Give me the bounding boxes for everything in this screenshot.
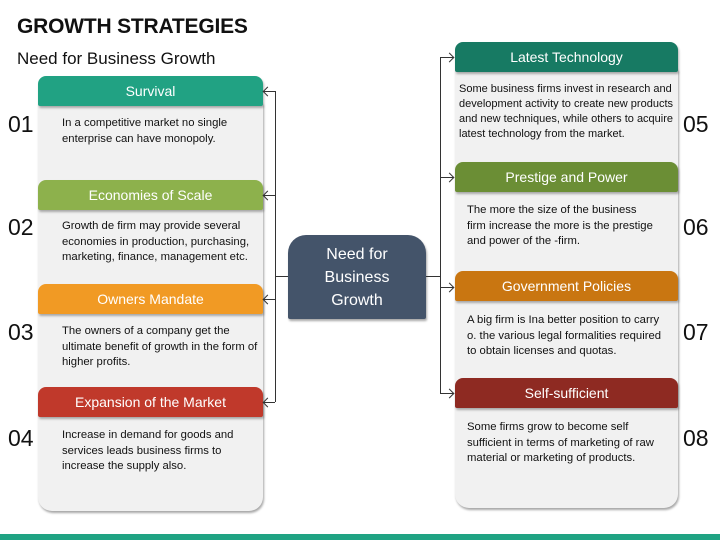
government-text: A big firm is Ina better position to car…	[467, 314, 662, 358]
connector-branch	[264, 91, 275, 92]
step-number: 02	[8, 214, 34, 240]
arrow-left-icon	[262, 86, 273, 97]
connector-branch	[264, 299, 275, 300]
owners-text: The owners of a company get the ultimate…	[62, 325, 258, 369]
arrow-right-icon	[444, 52, 455, 63]
header-label: Prestige and Power	[505, 169, 628, 185]
center-label-line: Need for	[326, 245, 388, 263]
arrow-right-icon	[444, 388, 455, 399]
header-label: Economies of Scale	[88, 187, 213, 203]
connector-left-stem	[275, 276, 288, 277]
center-node-need-for-business-growth: Need for Business Growth	[288, 235, 426, 319]
survival-text: In a competitive market no single enterp…	[62, 117, 228, 145]
header-label: Self-sufficient	[524, 385, 609, 401]
connector-branch	[264, 195, 275, 196]
step-number: 08	[683, 425, 709, 451]
footer-bar	[0, 534, 720, 540]
technology-text: Some business firms invest in research a…	[459, 83, 674, 140]
header-latest-technology: Latest Technology	[455, 42, 678, 72]
connector-right-stem	[426, 276, 440, 277]
page-title: GROWTH STRATEGIES	[17, 15, 248, 38]
header-economies-of-scale: Economies of Scale	[38, 180, 263, 210]
header-expansion-of-market: Expansion of the Market	[38, 387, 263, 417]
connector-branch	[440, 177, 454, 178]
step-number: 05	[683, 111, 709, 137]
header-prestige-and-power: Prestige and Power	[455, 162, 678, 192]
arrow-right-icon	[444, 172, 455, 183]
arrow-left-icon	[262, 190, 273, 201]
connector-branch	[440, 57, 454, 58]
header-government-policies: Government Policies	[455, 271, 678, 301]
header-owners-mandate: Owners Mandate	[38, 284, 263, 314]
step-number: 01	[8, 111, 34, 137]
center-label-line: Business	[324, 268, 390, 286]
step-number: 06	[683, 214, 709, 240]
arrow-left-icon	[262, 294, 273, 305]
header-label: Latest Technology	[510, 49, 623, 65]
self-sufficient-text: Some firms grow to become self sufficien…	[467, 421, 654, 465]
header-label: Survival	[125, 83, 176, 99]
expansion-text: Increase in demand for goods and service…	[62, 429, 234, 473]
arrow-right-icon	[444, 282, 455, 293]
header-label: Owners Mandate	[97, 291, 204, 307]
center-label-line: Growth	[331, 291, 383, 309]
step-number: 03	[8, 319, 34, 345]
connector-branch	[440, 287, 454, 288]
page-subtitle: Need for Business Growth	[17, 49, 216, 68]
header-self-sufficient: Self-sufficient	[455, 378, 678, 408]
header-survival: Survival	[38, 76, 263, 106]
arrow-left-icon	[262, 397, 273, 408]
economies-text: Growth de firm may provide several econo…	[62, 220, 250, 264]
header-label: Expansion of the Market	[75, 394, 226, 410]
step-number: 07	[683, 319, 709, 345]
header-label: Government Policies	[501, 278, 632, 294]
connector-right-vertical	[440, 57, 441, 393]
prestige-text: The more the size of the business firm i…	[467, 204, 653, 248]
connector-branch	[264, 402, 275, 403]
step-number: 04	[8, 425, 34, 451]
connector-branch	[440, 393, 454, 394]
connector-left-vertical	[275, 91, 276, 402]
